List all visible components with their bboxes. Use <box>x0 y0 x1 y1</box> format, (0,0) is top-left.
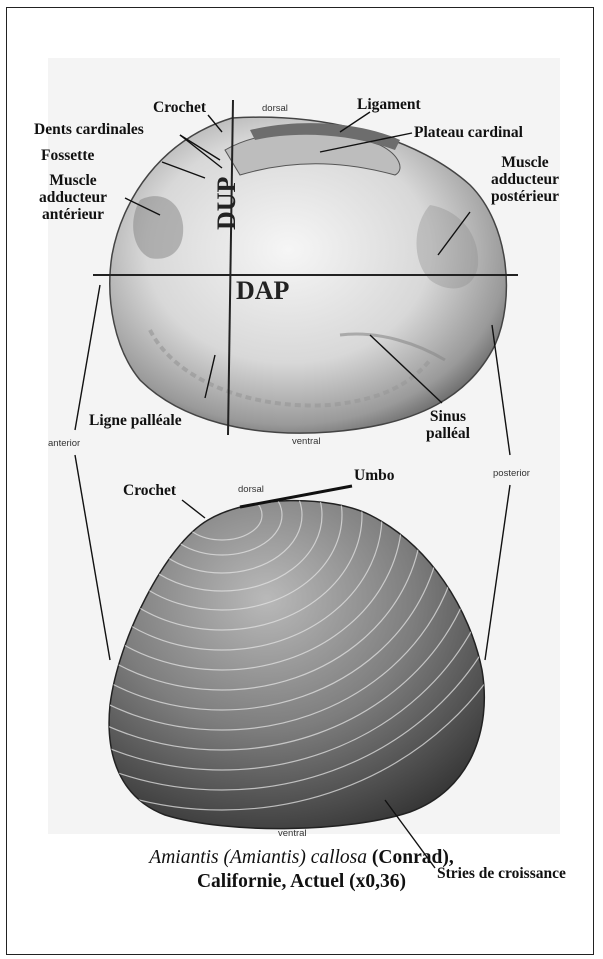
label-umbo: Umbo <box>354 467 394 484</box>
label-muscle-posterieur: Muscle adducteur postérieur <box>470 154 580 205</box>
label-anterior: anterior <box>48 438 80 449</box>
label-dents-cardinales: Dents cardinales <box>34 121 144 138</box>
leader-crochet-bottom <box>182 500 205 518</box>
caption-line2: Californie, Actuel (x0,36) <box>0 870 603 894</box>
label-dorsal-top: dorsal <box>262 103 288 114</box>
label-ligament: Ligament <box>357 96 421 113</box>
label-dap-axis: DAP <box>236 276 289 306</box>
label-ventral-top: ventral <box>292 436 321 447</box>
label-plateau-cardinal: Plateau cardinal <box>414 124 523 141</box>
label-muscle-anterieur: Muscle adducteur antérieur <box>18 172 128 223</box>
label-dup-axis: DUP <box>212 177 242 230</box>
figure-caption: Amiantis (Amiantis) callosa (Conrad), Ca… <box>0 846 603 894</box>
label-crochet-top: Crochet <box>153 99 206 116</box>
label-posterior: posterior <box>493 468 530 479</box>
connector-posterior-2 <box>485 485 510 660</box>
label-fossette: Fossette <box>41 147 94 164</box>
connector-anterior-1 <box>75 285 100 430</box>
caption-species: Amiantis (Amiantis) callosa <box>149 847 367 868</box>
caption-author: (Conrad), <box>372 847 454 868</box>
connector-posterior-1 <box>492 325 510 455</box>
connector-anterior-2 <box>75 455 110 660</box>
label-ventral-bottom: ventral <box>278 828 307 839</box>
label-ligne-palleale: Ligne palléale <box>89 412 182 429</box>
shell-exterior-outline <box>109 501 484 829</box>
label-dorsal-bottom: dorsal <box>238 484 264 495</box>
label-sinus-palleal: Sinus palléal <box>418 408 478 442</box>
label-crochet-bottom: Crochet <box>123 482 176 499</box>
